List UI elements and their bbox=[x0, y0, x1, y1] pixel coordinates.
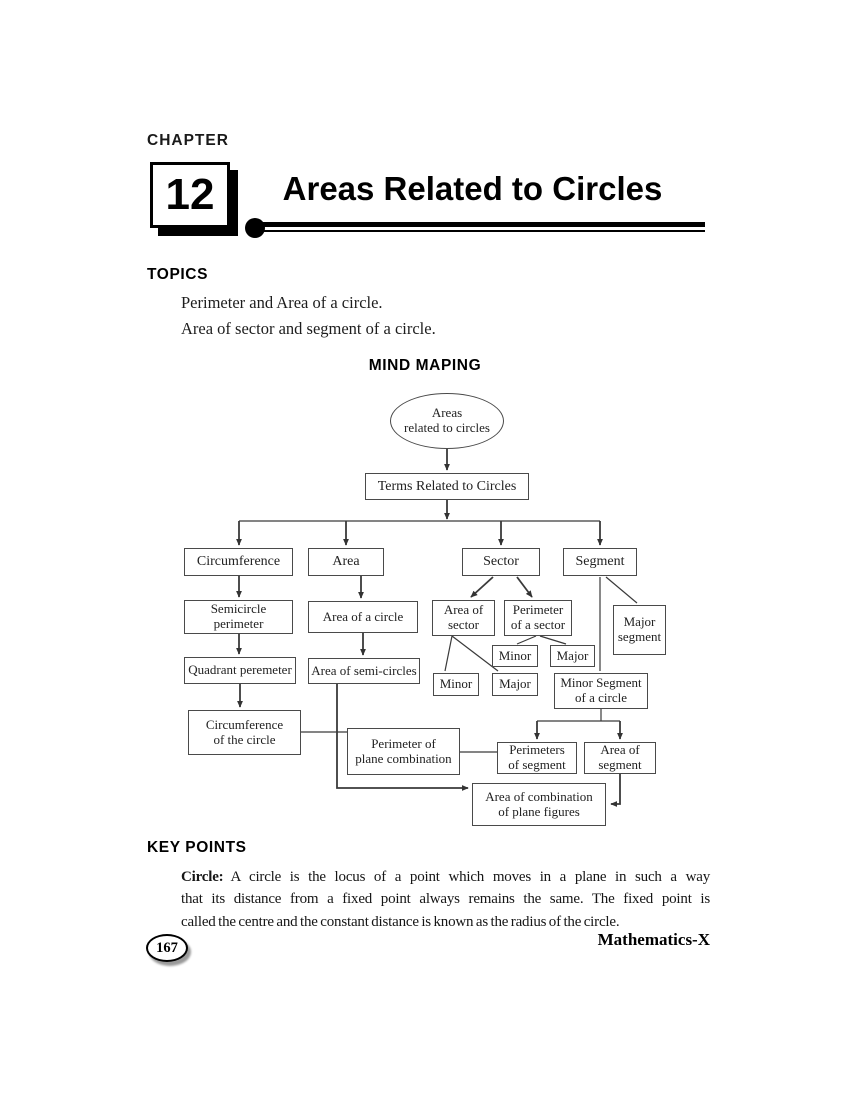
mindmap-node-area: Area bbox=[308, 548, 384, 576]
mindmap-node-segment: Segment bbox=[563, 548, 637, 576]
keypoints-term: Circle: bbox=[181, 869, 224, 885]
page-number-badge: 167 bbox=[146, 934, 188, 962]
header-rule-thick bbox=[254, 222, 705, 227]
keypoints-line: called the centre and the constant dista… bbox=[181, 913, 620, 930]
mindmap-node-major-under-perimeter: Major bbox=[550, 645, 595, 667]
mindmap-node-major-under-area: Major bbox=[492, 673, 538, 696]
mindmap-node-terms-related-to-circles: Terms Related to Circles bbox=[365, 473, 529, 500]
keypoints-line: Circle:A circle is the locus of a point … bbox=[181, 869, 710, 885]
header-rule-thin bbox=[254, 230, 705, 232]
page-title: Areas Related to Circles bbox=[282, 170, 663, 207]
chapter-number: 12 bbox=[165, 170, 215, 219]
topic-item: Area of sector and segment of a circle. bbox=[181, 319, 436, 338]
mindmap-node-minor-under-area: Minor bbox=[433, 673, 479, 696]
keypoints-line: that its distance from a fixed point alw… bbox=[181, 891, 710, 908]
mindmap-heading: MIND MAPING bbox=[368, 357, 482, 374]
chapter-label: CHAPTER bbox=[147, 132, 229, 149]
chapter-number-box: 12 bbox=[150, 162, 230, 228]
mindmap-node-minor-under-perimeter: Minor bbox=[492, 645, 538, 667]
keypoints-paragraph: Circle:A circle is the locus of a point … bbox=[181, 866, 710, 933]
mindmap-node-circumference: Circumference bbox=[184, 548, 293, 576]
topic-item: Perimeter and Area of a circle. bbox=[181, 293, 383, 312]
mindmap-node-area-of-a-circle: Area of a circle bbox=[308, 601, 418, 633]
mindmap-node-area-of-semi-circles: Area of semi-circles bbox=[308, 658, 420, 684]
rule-bullet-icon bbox=[245, 218, 265, 238]
keypoints-heading: KEY POINTS bbox=[147, 839, 247, 856]
mindmap-node-sector: Sector bbox=[462, 548, 540, 576]
mindmap-node-quadrant-peremeter: Quadrant peremeter bbox=[184, 657, 296, 684]
page-number: 167 bbox=[156, 939, 178, 956]
book-label: Mathematics-X bbox=[597, 930, 710, 949]
topics-heading: TOPICS bbox=[147, 266, 209, 283]
